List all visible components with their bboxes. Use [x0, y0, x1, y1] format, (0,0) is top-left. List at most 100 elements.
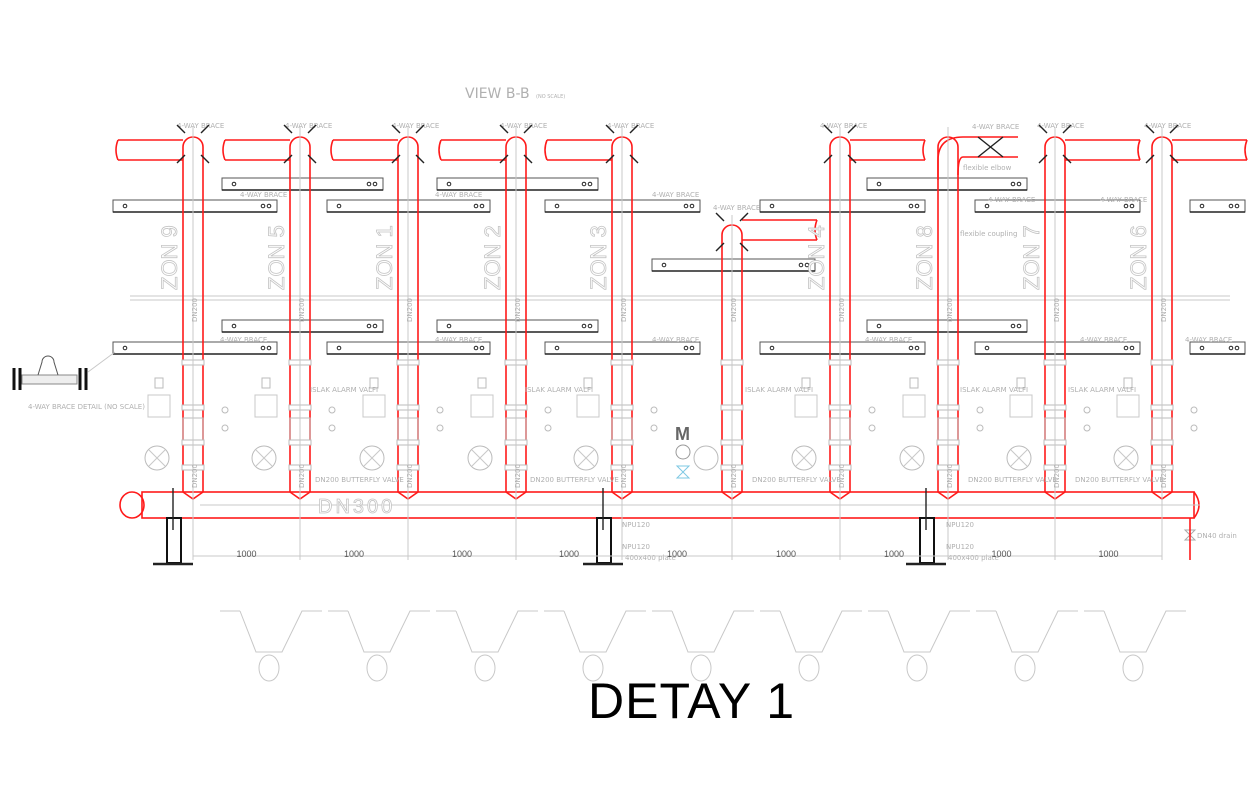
alarm-trim — [147, 394, 171, 418]
drain-label: DN40 drain — [1197, 532, 1237, 540]
brace-label: 4-WAY BRACE — [865, 336, 912, 344]
bolt-icon — [908, 345, 914, 351]
alarm-valve-label: ISLAK ALARM VALFI — [525, 386, 593, 394]
brace-x — [715, 242, 725, 252]
valve-icon — [675, 465, 691, 479]
bolt-icon — [908, 203, 914, 209]
branch-pipe — [330, 139, 398, 161]
brace-x — [605, 154, 615, 164]
alarm-trim — [576, 394, 600, 418]
seismic-brace — [976, 610, 1078, 653]
bolt-icon — [122, 345, 128, 351]
elbow-pipe — [937, 136, 1018, 180]
handwheel-spoke — [255, 449, 273, 467]
gauge-icon — [650, 424, 658, 432]
brace-x — [739, 242, 749, 252]
zone-label: ZON 7 — [1019, 225, 1044, 290]
bolt-icon — [1016, 323, 1022, 329]
bolt-icon — [446, 181, 452, 187]
brace-bar-body — [1189, 199, 1246, 213]
support-profile-label: NPU120 — [622, 521, 650, 529]
branch-pipe — [438, 139, 506, 161]
alarm-valve-label: ISLAK ALARM VALFI — [745, 386, 813, 394]
riser — [1113, 136, 1248, 500]
bolt-icon — [446, 323, 452, 329]
dimension-label: 1000 — [237, 549, 257, 559]
seismic-brace — [220, 610, 322, 653]
brace-x — [823, 154, 833, 164]
gauge-icon — [544, 424, 552, 432]
support-plate-label: 400x400 plate — [948, 554, 999, 562]
bolt-icon — [1199, 203, 1205, 209]
brace-x — [523, 154, 533, 164]
gauge-icon — [650, 406, 658, 414]
alarm-valve-label: ISLAK ALARM VALFI — [960, 386, 1028, 394]
dimension-label: 1000 — [1099, 549, 1119, 559]
bolt-icon — [231, 181, 237, 187]
riser-size-label: DN200 — [838, 464, 846, 488]
brace-label: 4-WAY BRACE — [1080, 336, 1127, 344]
bolt-icon — [914, 345, 920, 351]
pipe-section — [582, 654, 604, 682]
brace-label: 4-WAY BRACE — [1037, 122, 1084, 130]
brace-label: 4-WAY BRACE — [285, 122, 332, 130]
butterfly-valve-handwheel-icon — [1006, 445, 1032, 471]
flexible-coupling-label: flexible coupling — [960, 230, 1017, 238]
zone-label: ZON 2 — [480, 225, 505, 290]
brace-x — [847, 124, 857, 134]
branch-pipe — [544, 139, 612, 161]
detail-bolt — [12, 368, 16, 390]
butterfly-valve-handwheel-icon — [791, 445, 817, 471]
branch-pipe — [742, 219, 818, 241]
bolt-icon — [683, 345, 689, 351]
branch-pipe — [1065, 139, 1141, 161]
brace-bar — [221, 177, 384, 191]
brace-x — [629, 154, 639, 164]
riser — [899, 136, 1018, 500]
bolt-icon — [1016, 181, 1022, 187]
detail-bolt — [84, 368, 88, 390]
bolt-icon — [1199, 345, 1205, 351]
bolt-icon — [1228, 203, 1234, 209]
handwheel-spoke — [471, 449, 489, 467]
pressure-switch-icon — [1123, 377, 1133, 389]
pipe-section — [690, 654, 712, 682]
bolt-icon — [260, 203, 266, 209]
support-plate-label: 400x400 plate — [625, 554, 676, 562]
bolt-icon — [587, 181, 593, 187]
bolt-icon — [984, 203, 990, 209]
gauge-icon — [436, 406, 444, 414]
bolt-icon — [473, 203, 479, 209]
handwheel-spoke — [1117, 449, 1135, 467]
butterfly-valve-handwheel-icon — [693, 445, 719, 471]
gauge-icon — [436, 424, 444, 432]
brace-label: 4-WAY BRACE — [1144, 122, 1191, 130]
brace-x — [283, 154, 293, 164]
branch-pipe — [115, 139, 183, 161]
brace-x — [1062, 124, 1072, 134]
riser-size-label: DN200 — [730, 464, 738, 488]
gauge-icon — [221, 406, 229, 414]
branch-pipe — [1172, 139, 1248, 161]
branch-pipe — [222, 139, 290, 161]
brace-bar — [651, 258, 816, 272]
bolt-icon — [914, 203, 920, 209]
bolt-icon — [336, 203, 342, 209]
zone-label: ZON 9 — [157, 225, 182, 290]
brace-bar — [436, 177, 599, 191]
pressure-switch-icon — [477, 377, 487, 389]
seismic-brace — [1084, 610, 1186, 653]
pipe-section — [906, 654, 928, 682]
brace-x — [823, 124, 833, 134]
brace-x — [523, 124, 533, 134]
seismic-brace — [436, 610, 538, 653]
bolt-icon — [683, 203, 689, 209]
riser-size-label: DN200 — [406, 298, 414, 322]
brace-label: 4-WAY BRACE — [1100, 196, 1147, 204]
gauge-icon — [868, 406, 876, 414]
brace-bar — [866, 177, 1028, 191]
header-pipe-end — [119, 491, 145, 519]
brace-label: 4-WAY BRACE — [177, 122, 224, 130]
riser-size-label: DN200 — [298, 298, 306, 322]
dimension-label: 1000 — [559, 549, 579, 559]
